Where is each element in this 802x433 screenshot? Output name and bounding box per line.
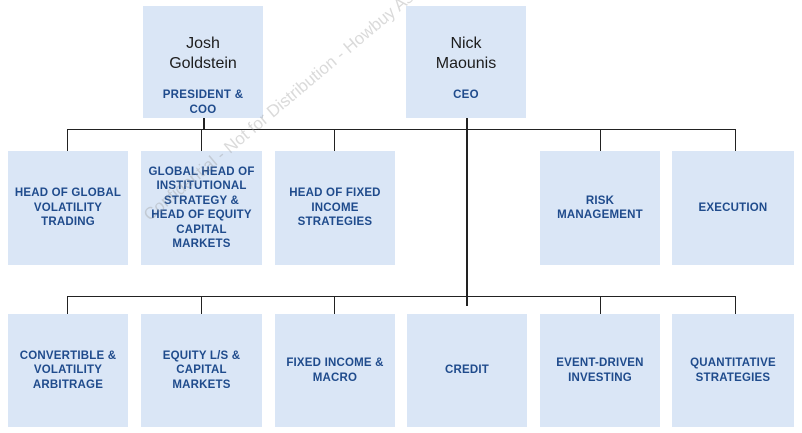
strategy-box-fixed-income-macro: FIXED INCOME & MACRO [275, 314, 395, 427]
label-line: EVENT-DRIVEN [556, 357, 644, 369]
strategy-label: FIXED INCOME & MACRO [286, 356, 383, 385]
dept-label: RISK MANAGEMENT [557, 194, 643, 223]
connector-line [67, 129, 68, 151]
exec-name-line: Maounis [435, 55, 497, 72]
label-line: ARBITRAGE [32, 378, 104, 391]
label-line: CREDIT [444, 364, 489, 377]
strategy-box-credit: CREDIT [407, 314, 527, 427]
label-line: GLOBAL HEAD OF [148, 165, 255, 178]
label-line: STRATEGIES [297, 216, 373, 229]
label-line: STRATEGIES [695, 371, 771, 384]
label-line: HEAD OF EQUITY [151, 209, 252, 221]
connector-line [600, 129, 601, 151]
connector-line [600, 296, 601, 314]
dept-box-risk-management: RISK MANAGEMENT [540, 151, 660, 265]
connector-line [67, 296, 68, 314]
connector-line [203, 118, 205, 130]
exec-name-line: Nick [450, 35, 482, 52]
label-line: VOLATILITY [33, 201, 103, 214]
exec-title-line: CEO [453, 89, 479, 101]
dept-label: GLOBAL HEAD OF INSTITUTIONAL STRATEGY & HEA… [148, 165, 254, 252]
label-line: MACRO [312, 371, 358, 384]
dept-box-execution: EXECUTION [672, 151, 794, 265]
connector-line [201, 296, 202, 314]
label-line: INSTITUTIONAL [156, 180, 247, 192]
connector-line [201, 129, 202, 151]
exec-name-line: Goldstein [169, 55, 237, 72]
connector-line [67, 129, 736, 130]
label-line: MARKETS [172, 238, 231, 250]
exec-title-line: PRESIDENT & [162, 89, 244, 101]
connector-line [466, 118, 468, 306]
label-line: INVESTING [568, 371, 632, 384]
label-line: HEAD OF FIXED [289, 187, 381, 200]
label-line: RISK [585, 194, 615, 207]
label-line: QUANTITATIVE [690, 357, 776, 369]
label-line: MANAGEMENT [557, 209, 643, 221]
label-line: EXECUTION [698, 201, 768, 214]
label-line: CONVERTIBLE & [19, 349, 117, 362]
label-line: VOLATILITY [33, 364, 103, 377]
connector-line [334, 129, 335, 151]
connector-line [735, 296, 736, 314]
label-line: INCOME [311, 201, 359, 214]
label-line: EQUITY L/S & [162, 349, 241, 362]
label-line: TRADING [41, 216, 95, 229]
label-line: CAPITAL [176, 364, 227, 377]
label-line: MARKETS [172, 378, 231, 391]
exec-title-line: COO [189, 104, 217, 116]
dept-label: EXECUTION [699, 201, 768, 216]
label-line: HEAD OF GLOBAL [14, 187, 122, 200]
exec-title: CEO [453, 88, 479, 103]
exec-title: PRESIDENT & COO [163, 88, 244, 118]
strategy-label: QUANTITATIVE STRATEGIES [690, 356, 776, 385]
label-line: CAPITAL [176, 223, 227, 236]
exec-name-line: Josh [186, 35, 220, 52]
strategy-label: EVENT-DRIVEN INVESTING [556, 356, 643, 385]
strategy-label: CREDIT [445, 363, 489, 378]
strategy-box-quantitative: QUANTITATIVE STRATEGIES [672, 314, 794, 427]
connector-line [735, 129, 736, 151]
connector-line [67, 296, 736, 297]
connector-line [334, 296, 335, 314]
label-line: FIXED INCOME & [286, 357, 384, 369]
label-line: STRATEGY & [163, 194, 240, 207]
strategy-box-event-driven: EVENT-DRIVEN INVESTING [540, 314, 660, 427]
dept-box-institutional-strategy: GLOBAL HEAD OF INSTITUTIONAL STRATEGY & HEA… [141, 151, 262, 265]
